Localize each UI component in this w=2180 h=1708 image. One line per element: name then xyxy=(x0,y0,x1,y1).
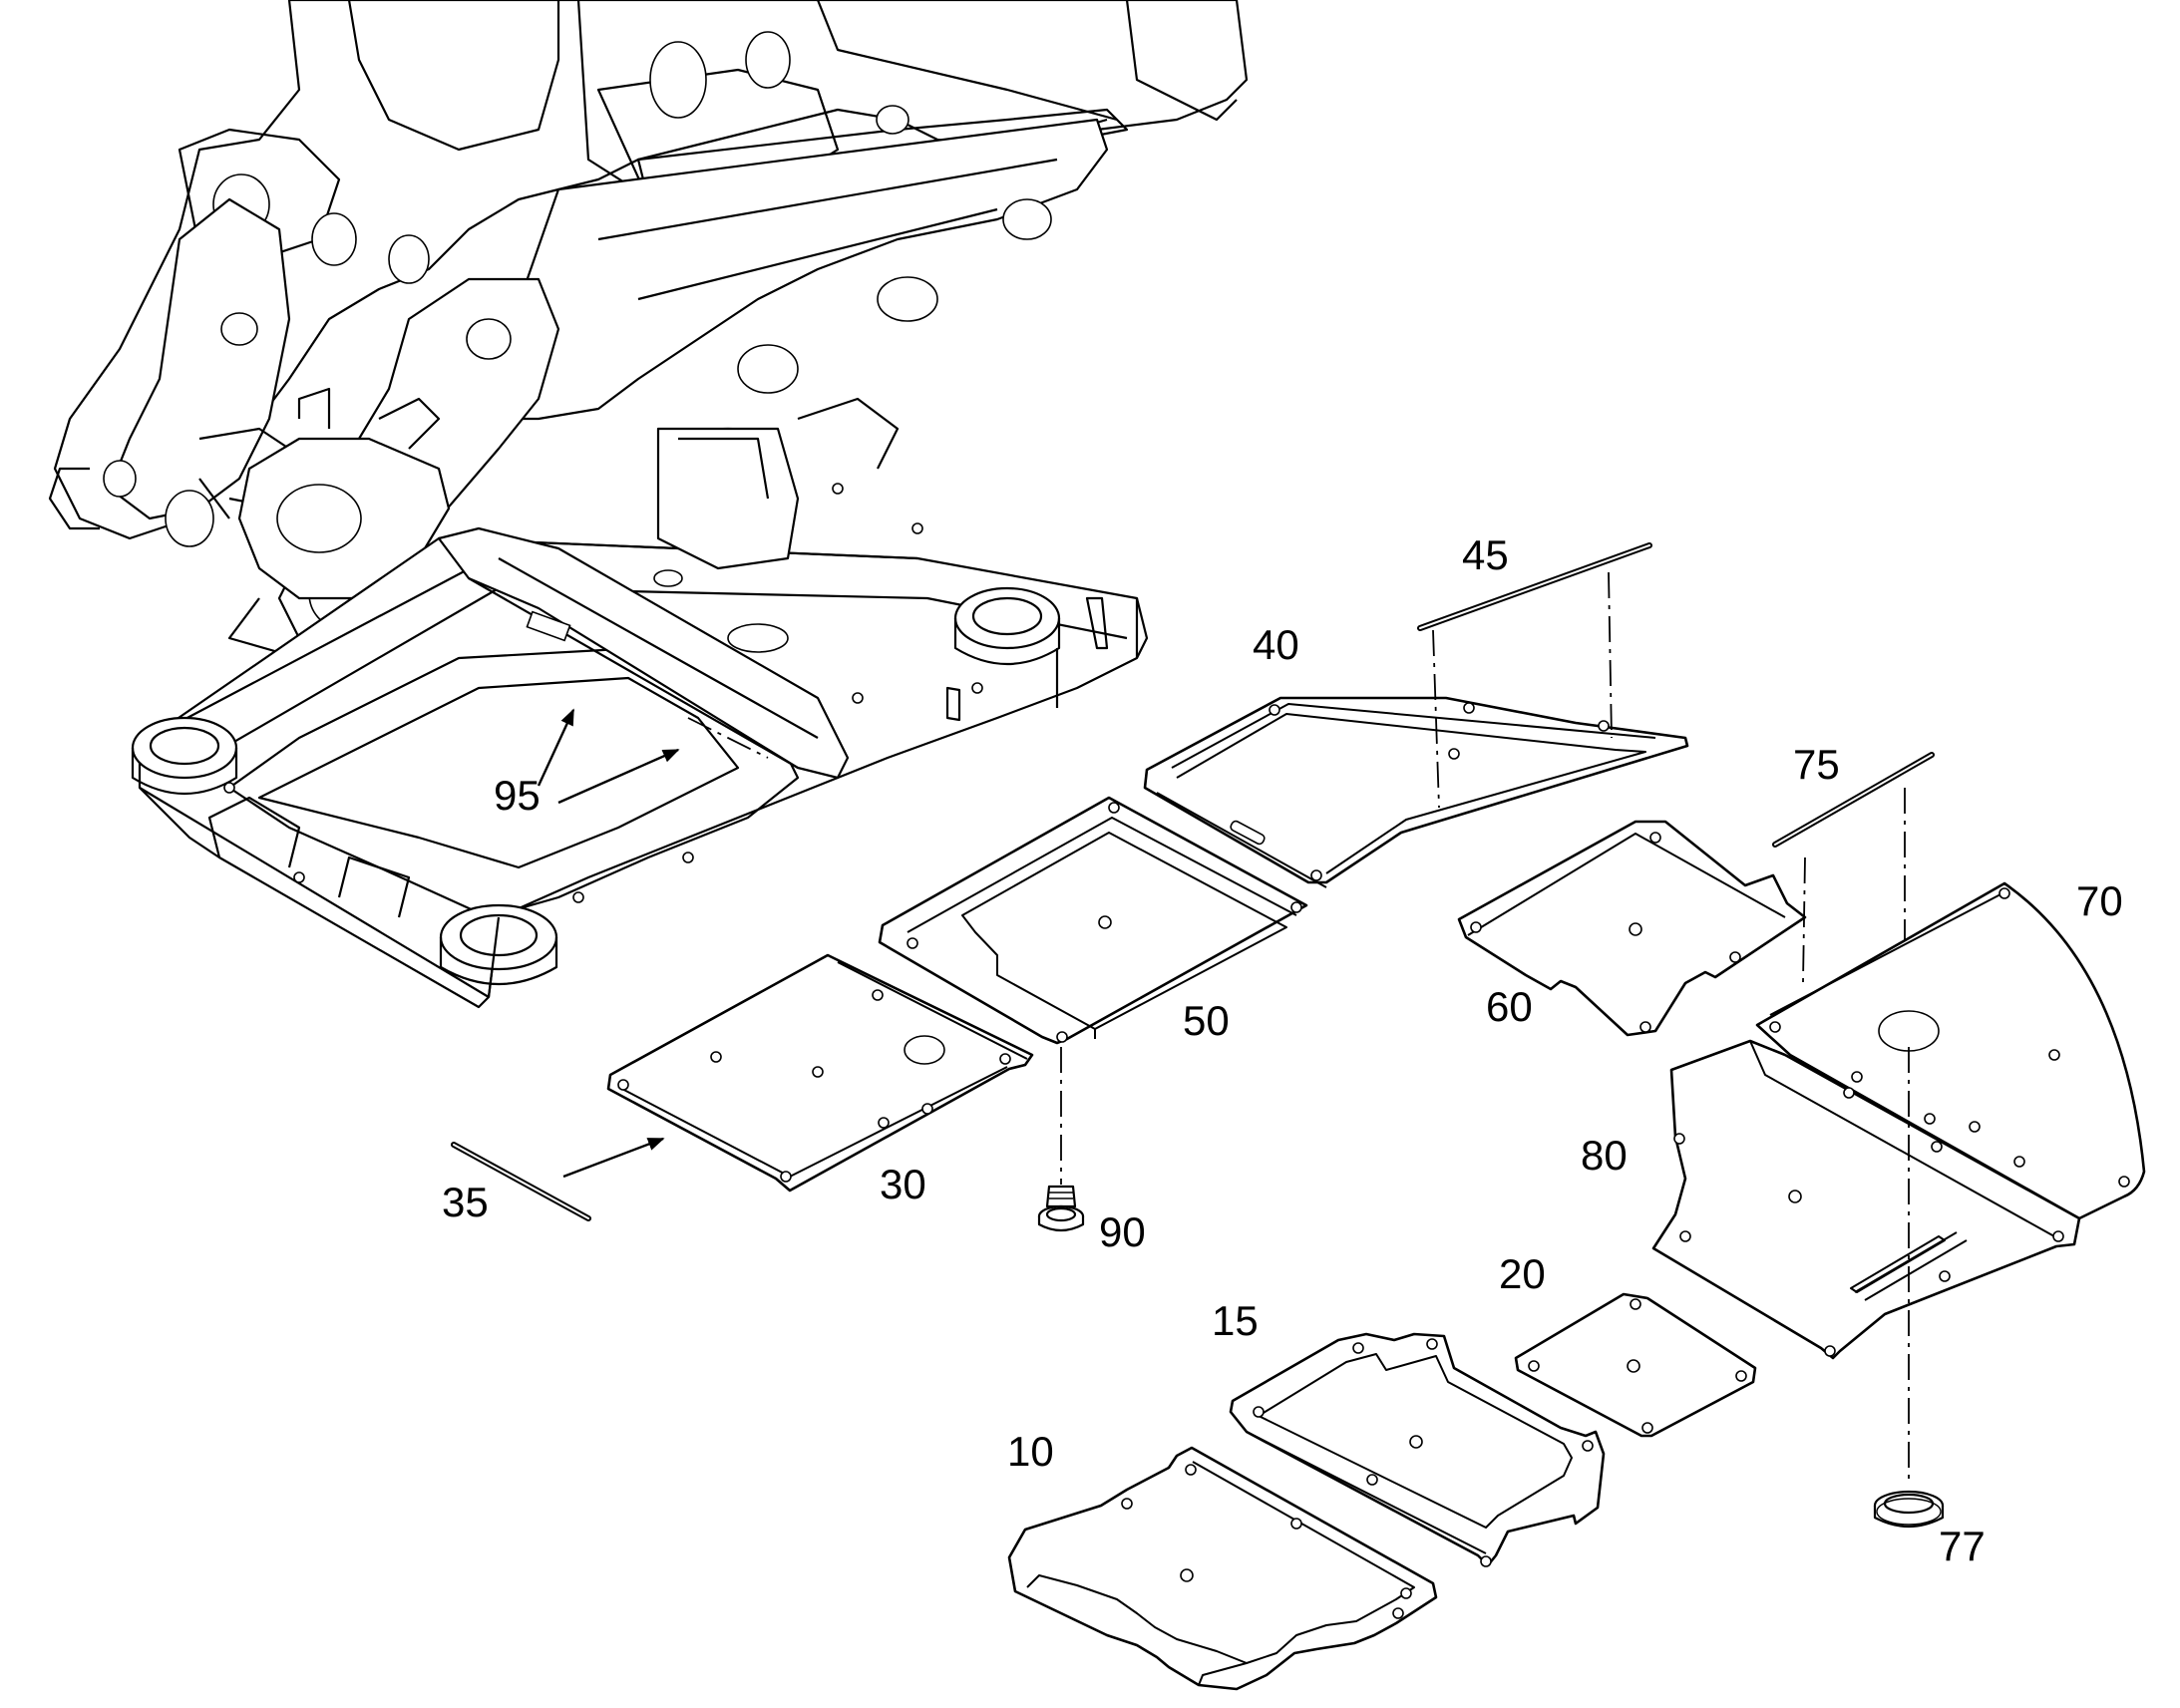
callout-77: 77 xyxy=(1939,1523,1986,1569)
callout-70: 70 xyxy=(2076,877,2123,924)
part-40-floor-plate xyxy=(1143,696,1689,888)
callout-15: 15 xyxy=(1212,1297,1259,1344)
part-50-floor-plate xyxy=(878,796,1308,1045)
part-90-bolt xyxy=(1037,1047,1085,1232)
callout-labels: 45 40 75 70 95 50 60 80 30 35 90 20 15 1… xyxy=(442,531,2123,1569)
part-30-floor-plate xyxy=(606,953,1034,1193)
callout-20: 20 xyxy=(1499,1250,1546,1297)
part-35-strip xyxy=(451,1137,665,1221)
callout-45: 45 xyxy=(1462,531,1509,578)
machine-frame xyxy=(48,0,1249,1009)
part-60-floor-plate xyxy=(1457,820,1807,1037)
part-70-floor-plate xyxy=(1755,881,2146,1220)
callout-95-arrows xyxy=(537,708,680,805)
callout-40: 40 xyxy=(1253,621,1299,668)
callout-10: 10 xyxy=(1007,1428,1054,1475)
part-15-floor-plate xyxy=(1229,1332,1606,1567)
callout-90: 90 xyxy=(1099,1208,1146,1255)
callout-35: 35 xyxy=(442,1179,489,1225)
callout-95: 95 xyxy=(494,772,541,819)
callout-75: 75 xyxy=(1793,741,1840,788)
part-20-floor-plate xyxy=(1514,1292,1757,1438)
part-75-strip xyxy=(1772,752,1935,983)
callout-80: 80 xyxy=(1581,1132,1628,1179)
callout-30: 30 xyxy=(880,1161,926,1207)
callout-60: 60 xyxy=(1486,983,1533,1030)
part-45-strip xyxy=(1417,542,1652,809)
part-80-floor-plate xyxy=(1651,1039,2081,1360)
callout-50: 50 xyxy=(1183,997,1230,1044)
part-10-floor-plate xyxy=(1007,1446,1438,1691)
part-77-grommet xyxy=(1873,1490,1945,1528)
